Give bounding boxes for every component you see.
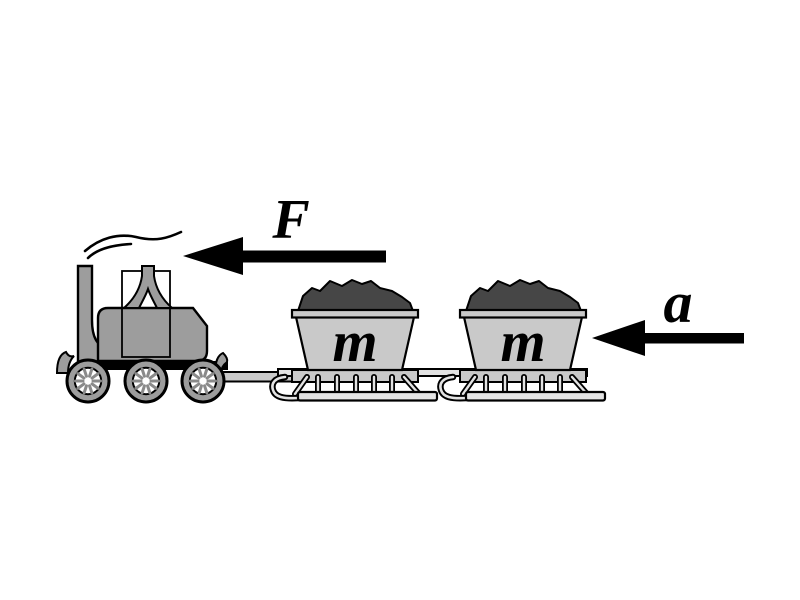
smoke-line-short: [86, 242, 133, 260]
acceleration-vector: a: [592, 270, 744, 356]
mass-label-front: m: [332, 309, 377, 374]
engine-body: [96, 306, 209, 363]
tractor: [55, 264, 298, 404]
smoke-line-long: [83, 230, 183, 253]
roof-support: [121, 265, 175, 309]
front-fender: [55, 350, 75, 374]
smoke-lines: [83, 230, 183, 260]
wheel-front: [65, 358, 111, 404]
force-label: F: [271, 189, 309, 251]
sled-1-frame: [272, 370, 437, 401]
acceleration-arrow: [592, 320, 744, 356]
mass-label-rear: m: [500, 309, 545, 374]
force-vector: F: [183, 189, 386, 275]
wheel-rear: [180, 358, 226, 404]
wheel-middle: [123, 358, 169, 404]
sled-2-frame: [440, 370, 605, 401]
acceleration-label: a: [664, 270, 693, 335]
force-arrow: [183, 237, 386, 275]
